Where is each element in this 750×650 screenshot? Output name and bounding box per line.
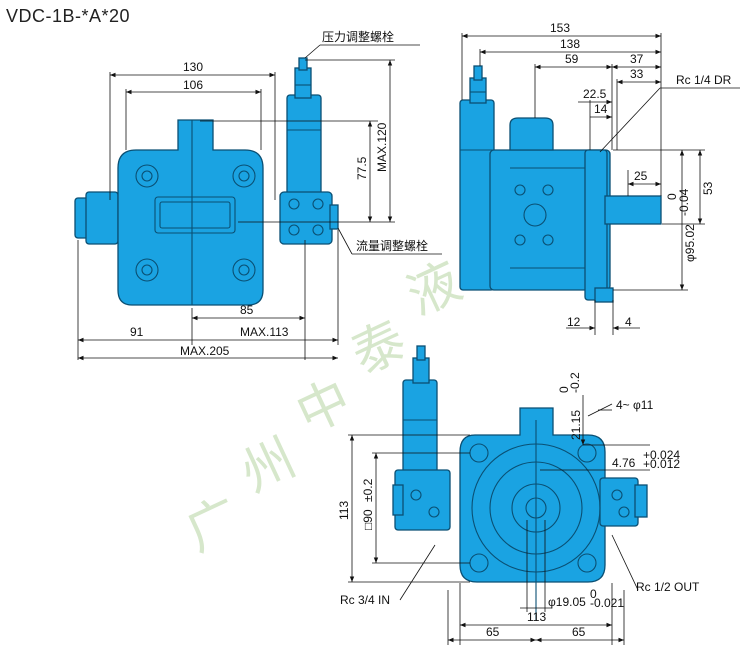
watermark-char: 州 bbox=[232, 428, 304, 504]
drain-port-label: Rc 1/4 DR bbox=[676, 73, 732, 87]
diagram-title: VDC-1B-*A*20 bbox=[6, 6, 131, 26]
dim-max-120: MAX.120 bbox=[375, 122, 389, 172]
dim-106: 106 bbox=[183, 78, 203, 92]
front-pump-body bbox=[74, 57, 339, 306]
dim-37: 37 bbox=[630, 52, 644, 66]
dim-key-width-tol-up: +0.024 bbox=[643, 448, 680, 462]
rear-view: 113 □90 ±0.2 21.15 0 -0.2 4~ φ11 4.76 +0… bbox=[337, 345, 700, 645]
mounting-holes-label: 4~ φ11 bbox=[616, 398, 654, 412]
front-view: 130 106 77.5 MAX.120 85 91 MAX.113 MAX.2… bbox=[74, 29, 442, 361]
pressure-screw-label: 压力调整螺栓 bbox=[322, 29, 394, 44]
rear-pump-details bbox=[403, 419, 630, 620]
dim-22-5: 22.5 bbox=[583, 87, 607, 101]
dim-25: 25 bbox=[634, 169, 648, 183]
watermark-char: 广 bbox=[177, 487, 249, 563]
dim-shaft-tol-low: -0.04 bbox=[677, 188, 691, 216]
front-dimensions bbox=[77, 44, 442, 361]
dim-key-tol-up: 0 bbox=[557, 386, 571, 393]
side-view: 153 138 59 37 33 22.5 14 25 53 φ95.02 0 … bbox=[459, 21, 740, 335]
front-dimension-text: 130 106 77.5 MAX.120 85 91 MAX.113 MAX.2… bbox=[130, 29, 428, 358]
dim-4: 4 bbox=[625, 315, 632, 329]
dim-12: 12 bbox=[567, 315, 581, 329]
rear-pump-body bbox=[392, 345, 648, 583]
side-dimensions bbox=[461, 33, 740, 335]
dim-square-90-tol: ±0.2 bbox=[361, 478, 375, 502]
dim-77-5: 77.5 bbox=[355, 156, 369, 180]
dim-14: 14 bbox=[594, 102, 608, 116]
watermark-char: 泰 bbox=[343, 310, 415, 386]
watermark-char: 中 bbox=[288, 369, 360, 445]
dim-shaft-tol-up: 0 bbox=[665, 193, 679, 200]
dim-113-vertical: 113 bbox=[337, 501, 351, 520]
outlet-port-label: Rc 1/2 OUT bbox=[636, 580, 700, 594]
dim-65-left: 65 bbox=[486, 625, 500, 639]
side-pump-details bbox=[460, 91, 585, 269]
dim-shaft-tol-low: -0.021 bbox=[590, 596, 624, 610]
dim-square-90: □90 bbox=[361, 509, 375, 530]
dim-91: 91 bbox=[130, 325, 144, 339]
rear-dimensions bbox=[348, 395, 650, 645]
dim-113-horizontal: 113 bbox=[527, 610, 546, 624]
inlet-port-label: Rc 3/4 IN bbox=[340, 593, 390, 607]
dim-85: 85 bbox=[240, 303, 254, 317]
dim-max-113: MAX.113 bbox=[240, 325, 289, 339]
dim-shaft-19-05: φ19.05 bbox=[548, 595, 586, 609]
rear-dimension-text: 113 □90 ±0.2 21.15 0 -0.2 4~ φ11 4.76 +0… bbox=[337, 372, 700, 639]
dim-key-width-tol-low: +0.012 bbox=[643, 457, 680, 471]
dim-130: 130 bbox=[183, 60, 203, 74]
side-dimension-text: 153 138 59 37 33 22.5 14 25 53 φ95.02 0 … bbox=[550, 21, 732, 329]
dim-65-right: 65 bbox=[572, 625, 586, 639]
dim-153: 153 bbox=[550, 21, 570, 35]
dim-53: 53 bbox=[701, 181, 715, 195]
dim-key-21-15: 21.15 bbox=[569, 410, 583, 440]
dim-59: 59 bbox=[565, 52, 579, 66]
dim-max-205: MAX.205 bbox=[180, 344, 230, 358]
dim-33: 33 bbox=[630, 67, 644, 81]
flow-screw-label: 流量调整螺栓 bbox=[356, 238, 428, 253]
front-pump-details bbox=[135, 84, 324, 305]
dim-key-tol-low: -0.2 bbox=[568, 372, 582, 393]
dim-key-width: 4.76 bbox=[612, 456, 636, 470]
dim-138: 138 bbox=[560, 37, 580, 51]
dim-shaft-dia: φ95.02 bbox=[683, 224, 697, 262]
dim-shaft-tol-up: 0 bbox=[590, 587, 597, 601]
